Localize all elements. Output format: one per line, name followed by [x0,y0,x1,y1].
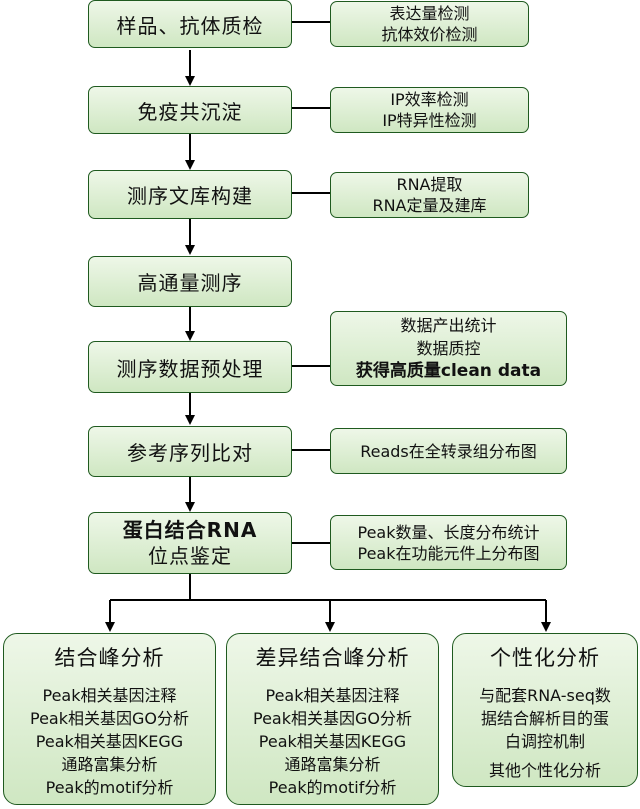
analysis-box-binding-peaks: 结合峰分析 Peak相关基因注释 Peak相关基因GO分析 Peak相关基因KE… [3,633,216,805]
analysis-line: Peak相关基因GO分析 [30,709,189,728]
analysis-title: 个性化分析 [490,646,600,670]
step-3-detail-box: RNA提取 RNA定量及建库 [330,172,529,218]
analysis-line: 通路富集分析 [284,755,381,774]
analysis-line: Peak相关基因GO分析 [253,709,412,728]
detail-line: Peak在功能元件上分布图 [357,543,540,563]
step-6-label: 参考序列比对 [127,441,253,465]
analysis-box-custom: 个性化分析 与配套RNA-seq数 据结合解析目的蛋 白调控机制 其他个性化分析 [452,633,638,787]
detail-line: Peak数量、长度分布统计 [357,522,540,542]
detail-line: 数据质控 [416,339,481,358]
analysis-line: Peak的motif分析 [268,778,397,797]
step-7-box: 蛋白结合RNA 位点鉴定 [88,512,292,574]
step-3-label: 测序文库构建 [127,184,253,208]
analysis-line: Peak相关基因注释 [265,686,400,705]
detail-line: IP效率检测 [390,90,469,109]
analysis-line: 白调控机制 [504,732,585,751]
step-2-box: 免疫共沉淀 [88,86,292,134]
step-7-detail-box: Peak数量、长度分布统计 Peak在功能元件上分布图 [330,515,567,570]
detail-line: 获得高质量clean data [355,361,542,381]
analysis-title: 结合峰分析 [54,646,165,670]
step-6-detail-box: Reads在全转录组分布图 [330,428,567,474]
detail-line: 抗体效价检测 [381,25,478,44]
analysis-line: 通路富集分析 [61,755,158,774]
analysis-title: 差异结合峰分析 [255,646,410,670]
step-5-box: 测序数据预处理 [88,341,292,393]
step-2-detail-box: IP效率检测 IP特异性检测 [330,87,529,133]
analysis-line: 其他个性化分析 [488,761,601,780]
step-2-label: 免疫共沉淀 [137,99,243,124]
analysis-line: Peak相关基因注释 [42,686,177,705]
analysis-line: Peak的motif分析 [45,778,174,797]
step-5-detail-box: 数据产出统计 数据质控 获得高质量clean data [330,311,567,386]
analysis-line: Peak相关基因KEGG [258,732,407,751]
step-7-label-line2: 位点鉴定 [148,544,232,568]
analysis-line: 与配套RNA-seq数 [479,686,611,705]
step-3-box: 测序文库构建 [88,170,292,219]
analysis-line: Peak相关基因KEGG [35,732,184,751]
step-1-label: 样品、抗体质检 [116,13,264,38]
step-6-box: 参考序列比对 [88,426,292,477]
detail-line: 数据产出统计 [400,316,497,335]
detail-line: RNA定量及建库 [372,196,487,215]
detail-line: 表达量检测 [389,4,470,23]
step-4-label: 高通量测序 [137,271,243,295]
step-1-detail-box: 表达量检测 抗体效价检测 [330,1,529,47]
step-5-label: 测序数据预处理 [116,356,264,381]
detail-line: Reads在全转录组分布图 [360,441,537,461]
step-4-box: 高通量测序 [88,256,292,307]
detail-line: RNA提取 [396,175,463,194]
detail-line: IP特异性检测 [382,111,477,130]
analysis-box-differential-peaks: 差异结合峰分析 Peak相关基因注释 Peak相关基因GO分析 Peak相关基因… [226,633,439,805]
step-7-label-line1: 蛋白结合RNA [122,518,258,542]
step-1-box: 样品、抗体质检 [88,0,292,48]
analysis-line: 据结合解析目的蛋 [480,709,609,728]
